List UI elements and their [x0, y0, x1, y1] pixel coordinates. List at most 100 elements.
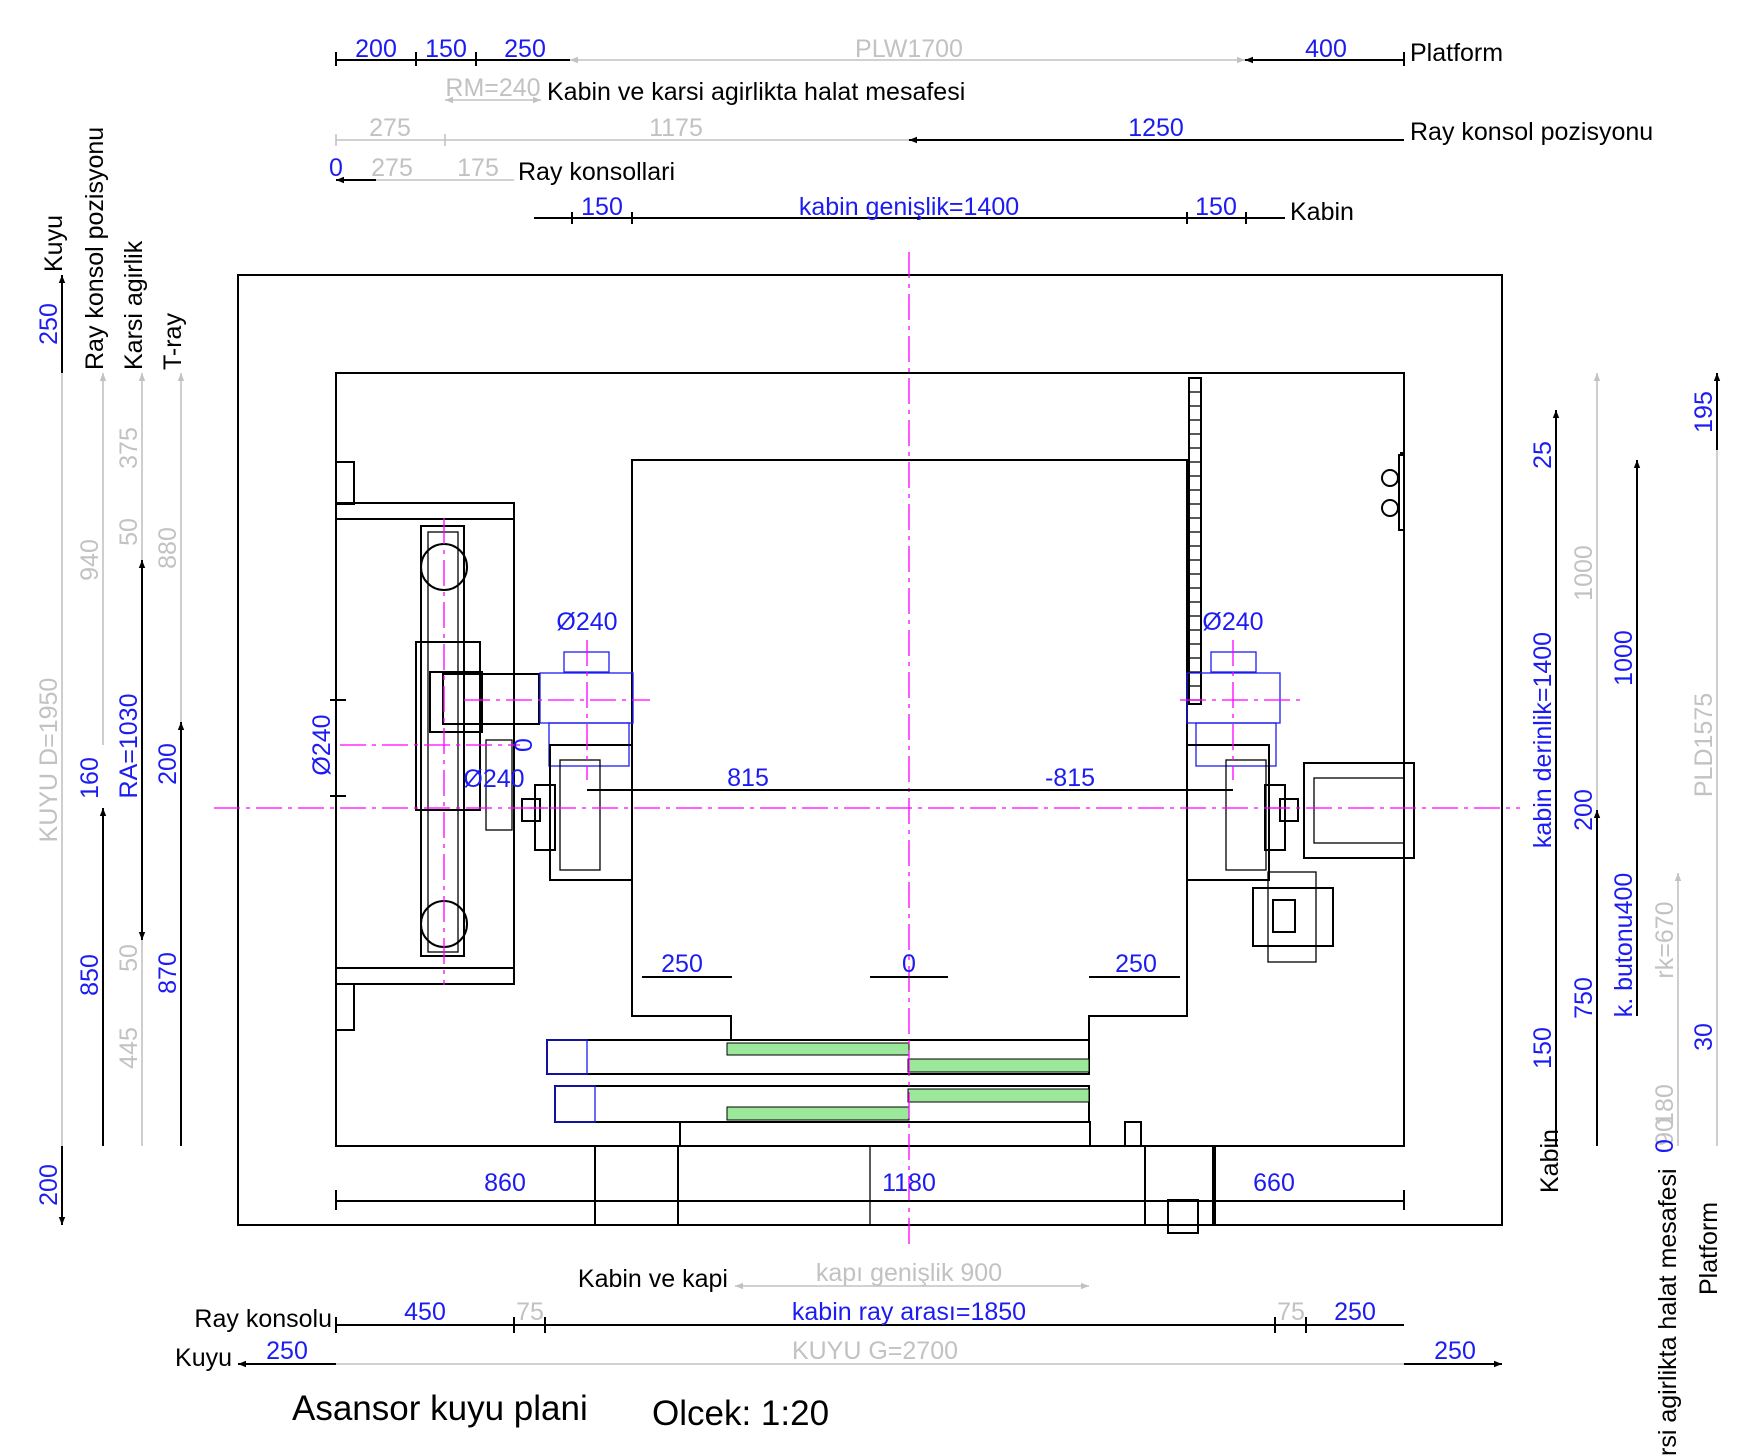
label-platform-v: Platform	[1695, 1202, 1723, 1295]
landing-box	[1167, 1199, 1199, 1234]
landing-button-box	[1313, 777, 1405, 844]
dim-text: 150	[581, 193, 623, 221]
centerlines	[214, 252, 1520, 1250]
dim-text: KUYU G=2700	[792, 1337, 958, 1365]
dim-text: 860	[484, 1169, 526, 1197]
cw-bracket	[485, 739, 513, 831]
dim-text: rk=670	[1651, 901, 1679, 978]
left-guide-rail	[549, 744, 633, 881]
dim-text: 75	[516, 1298, 544, 1326]
dim-text: 0	[1651, 1139, 1679, 1153]
dim-text: 150	[1195, 193, 1237, 221]
wall-ladder	[1188, 377, 1202, 705]
label-rope-distance: Kabin ve karsi agirlikta halat mesafesi	[547, 78, 965, 106]
dim-text: 250	[1434, 1337, 1476, 1365]
shaft-structure	[237, 274, 1503, 1234]
dim-text: Ø240	[463, 765, 524, 793]
dim-text: 1175	[649, 114, 703, 142]
dim-text: 250	[1115, 950, 1157, 978]
dim-text: 200	[154, 743, 182, 785]
dim-text: kabin derinlik=1400	[1529, 632, 1557, 848]
dim-text: 275	[369, 114, 411, 142]
dimension-lines	[58, 52, 1721, 1368]
dim-text: 0	[902, 950, 916, 978]
dim-text: 175	[457, 154, 499, 182]
dim-text: 1250	[1128, 114, 1184, 142]
label-cabin-side: Kabin	[1536, 1129, 1564, 1193]
dim-text: 50	[115, 944, 143, 972]
dim-text: 870	[154, 952, 182, 994]
right-guide-rail	[1186, 744, 1270, 881]
counterweight-frame	[335, 983, 355, 1031]
dim-text: 250	[504, 35, 546, 63]
counterweight-frame	[335, 967, 515, 985]
label-shaft-bottom: Kuyu	[175, 1344, 232, 1372]
dim-text: 850	[76, 954, 104, 996]
landing-sill	[679, 1121, 1091, 1147]
dim-text: k. butonu400	[1610, 873, 1638, 1018]
dim-text: 200	[355, 35, 397, 63]
right-rail-clip	[1279, 798, 1299, 822]
dim-text: 815	[727, 764, 769, 792]
dim-text: 50	[115, 518, 143, 546]
dim-text: kapı genişlik 900	[816, 1259, 1002, 1287]
dim-text: KUYU D=1950	[35, 678, 63, 843]
dim-text: 880	[154, 527, 182, 569]
dim-text: 0	[329, 154, 343, 182]
machine-unit	[1252, 887, 1334, 947]
counterweight-guide	[420, 525, 465, 957]
door-jamb	[546, 1039, 588, 1075]
label-rail-bracket: Ray konsolu	[194, 1305, 332, 1333]
counterweight-frame	[335, 502, 515, 520]
counterweight-guide	[427, 531, 459, 953]
left-rail-clip	[521, 798, 541, 822]
dim-text: 275	[371, 154, 413, 182]
dim-text: 750	[1570, 977, 1598, 1019]
dim-text: kabin genişlik=1400	[799, 193, 1019, 221]
dim-text: 30	[1690, 1023, 1718, 1051]
dim-text: PLW1700	[855, 35, 963, 63]
landing-button-box	[1303, 762, 1415, 859]
door-panel	[907, 1058, 1090, 1073]
label-rope-distance-v: rsi agirlikta halat mesafesi	[1654, 1168, 1682, 1456]
door-panel	[726, 1042, 910, 1056]
dim-text: 940	[76, 539, 104, 581]
dim-text: 75	[1277, 1298, 1305, 1326]
dim-text: 250	[35, 303, 63, 345]
machine-unit	[1267, 871, 1317, 963]
dim-text: -815	[1045, 764, 1095, 792]
dim-text: 1180	[882, 1169, 936, 1197]
dim-text: 25	[1529, 441, 1557, 469]
dim-text: kabin ray arası=1850	[792, 1298, 1026, 1326]
dim-text: Ø240	[308, 714, 336, 775]
dim-text: PLD1575	[1690, 693, 1718, 797]
dim-text: 1000	[1570, 545, 1598, 601]
dim-text: 180	[1651, 1084, 1679, 1126]
left-guide-rail	[559, 759, 601, 871]
label-shaft: Kuyu	[40, 215, 68, 272]
label-platform: Platform	[1410, 39, 1503, 67]
dim-text: 375	[115, 427, 143, 469]
landing-floor	[594, 1145, 1216, 1226]
light-fixture	[1381, 499, 1399, 517]
label-bracket-position-v: Ray konsol pozisyonu	[81, 127, 109, 370]
dim-text: 250	[266, 1337, 308, 1365]
label-rail-brackets: Ray konsollari	[518, 158, 675, 186]
landing-column	[1144, 1145, 1214, 1226]
dim-text: 400	[1305, 35, 1347, 63]
counterweight-body	[415, 641, 481, 811]
dim-text: 445	[115, 1027, 143, 1069]
dim-text: 200	[35, 1164, 63, 1206]
dim-text: 250	[1334, 1298, 1376, 1326]
left-rail-bracket	[534, 784, 556, 851]
light-mount	[1398, 454, 1405, 531]
dim-text: 1000	[1610, 630, 1638, 686]
dim-text: RM=240	[445, 74, 540, 102]
ladder-rungs	[1189, 391, 1201, 701]
dim-text: RA=1030	[115, 694, 143, 799]
label-t-rail: T-ray	[159, 313, 187, 370]
label-cabin-top: Kabin	[1290, 198, 1354, 226]
dim-text: 195	[1690, 391, 1718, 433]
door-jamb	[554, 1085, 596, 1123]
